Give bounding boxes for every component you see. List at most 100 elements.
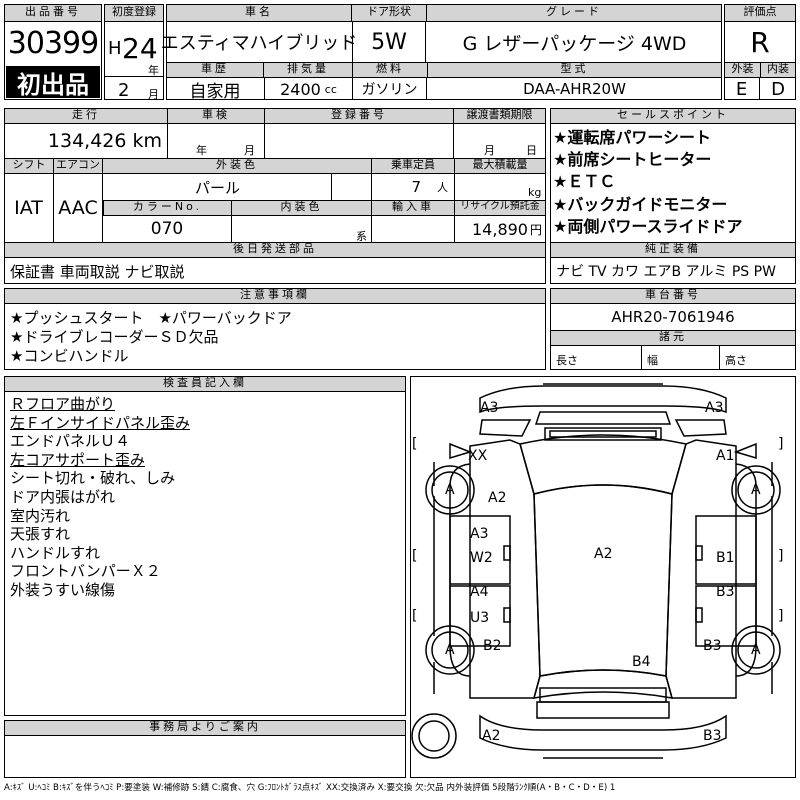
damage-mark: A3	[705, 400, 724, 416]
inspector-note: 外装うすい線傷	[10, 580, 116, 599]
inspector-note: Ｒフロア曲がり	[10, 395, 116, 413]
registration-year: 24	[122, 32, 158, 65]
damage-mark: A3	[470, 526, 489, 542]
lot-label: 出品番号	[4, 4, 102, 22]
car-name: エスティマハイブリッド	[160, 33, 358, 54]
mileage-value: 134,426	[47, 130, 127, 152]
registration-label: 初度登録	[104, 4, 164, 22]
divider	[331, 174, 332, 200]
displacement-value: 2400	[280, 79, 321, 99]
bracket-mark: [	[412, 436, 418, 452]
ac-label: エアコン	[53, 158, 103, 174]
bracket-mark: ]	[778, 608, 784, 624]
grade-label: グレード	[426, 4, 722, 22]
load-label: 最大積載量	[454, 158, 546, 174]
color-label: 外装色	[102, 158, 372, 174]
shift-label: シフト	[4, 158, 54, 174]
divider	[167, 124, 168, 158]
shift: IAT	[4, 174, 54, 242]
damage-mark: W2	[470, 550, 493, 566]
doors-label: ドア形状	[351, 4, 427, 22]
color-no: 070	[150, 219, 184, 239]
inspector-label: 検査員記入欄	[4, 376, 406, 392]
color: パール	[194, 178, 240, 197]
damage-mark: A2	[594, 546, 613, 562]
damage-mark: A2	[488, 490, 507, 506]
sales-point-item: ★両側パワースライドドア	[553, 216, 743, 236]
later-parts: 保証書 車両取説 ナビ取説	[10, 262, 185, 281]
capacity-unit: 人	[437, 181, 448, 194]
bracket-mark: [	[412, 608, 418, 624]
capacity-label: 乗車定員	[371, 158, 455, 174]
registration-month: 2	[118, 80, 130, 101]
recycle-value: 14,890	[472, 219, 528, 239]
history-label: 車歴	[166, 62, 264, 78]
recycle-unit: 円	[529, 222, 542, 237]
chassis-number: AHR20-7061946	[611, 308, 735, 326]
sales-point-item: ★前席シートヒーター	[553, 150, 712, 170]
capacity-value: 7	[411, 178, 421, 196]
cautions-list: ★プッシュスタート ★パワーバックドア ★ドライブレコーダーＳＤ欠品 ★コンビハ…	[10, 309, 292, 367]
caution-line: ★プッシュスタート ★パワーバックドア	[10, 309, 292, 327]
divider	[453, 124, 454, 158]
inspection-label: 車検	[167, 108, 265, 124]
mileage-label: 走行	[4, 108, 168, 124]
dims-label: 諸元	[550, 330, 796, 346]
inspector-note: 室内汚れ	[10, 506, 71, 525]
bracket-mark: ]	[778, 436, 784, 452]
damage-mark: A4	[470, 584, 489, 600]
bracket-mark: [	[412, 548, 418, 564]
inspector-note: 天張すれ	[10, 525, 71, 544]
chassis-label: 車台番号	[550, 288, 796, 304]
displacement-unit: cc	[324, 82, 337, 96]
capacity: 7 人	[372, 174, 454, 200]
damage-mark: XX	[468, 448, 488, 464]
plate-label: 登録番号	[264, 108, 454, 124]
doors: 5W	[352, 22, 426, 62]
divider	[719, 346, 720, 370]
caution-line: ★コンビハンドル	[10, 347, 129, 366]
car-name-label: 車名	[166, 4, 352, 22]
inspector-note: シート切れ・破れ、しみ	[10, 469, 176, 488]
score: R	[750, 25, 770, 59]
damage-mark: B4	[632, 654, 651, 670]
year-unit: 年	[148, 64, 159, 77]
damage-mark: B3	[703, 638, 722, 654]
recycle-label: リサイクル預託金	[454, 200, 546, 216]
sales-point-item: ★バックガイドモニター	[553, 194, 728, 214]
first-listing-badge: 初出品	[6, 66, 100, 99]
divider	[104, 76, 164, 77]
inspector-note: エンドパネルＵ４	[10, 432, 131, 451]
sales-point-item: ★ＥＴＣ	[553, 172, 616, 192]
mileage: 134,426 km	[4, 124, 168, 158]
model: DAA-AHR20W	[523, 80, 626, 98]
color-no-label: カラーNo.	[103, 200, 232, 216]
damage-mark: A	[445, 642, 455, 658]
legend: A:ｷｽﾞ U:ﾍｺﾐ B:ｷｽﾞを伴うﾍｺﾐ P:要塗装 W:補修跡 S:錆 …	[4, 783, 616, 793]
recycle: 14,890 円	[455, 216, 546, 242]
damage-mark: B3	[703, 728, 722, 744]
score-label: 評価点	[724, 4, 796, 22]
divider	[231, 216, 232, 242]
damage-mark: B2	[483, 638, 502, 654]
damage-mark: A	[751, 482, 761, 498]
damage-mark: A3	[480, 400, 499, 416]
bracket-mark: ]	[778, 548, 784, 564]
interior-color-label: 内装色	[231, 200, 372, 216]
exterior-grade-label: 外装	[724, 62, 761, 78]
model-label: 型式	[427, 62, 722, 78]
damage-mark: A	[445, 482, 455, 498]
history: 自家用	[189, 81, 241, 102]
inspector-note: ドア内張はがれ	[10, 487, 116, 506]
office-label: 事務局よりご案内	[4, 720, 406, 736]
interior-grade: D	[771, 78, 785, 100]
fuel-label: 燃料	[352, 62, 428, 78]
transfer-day-unit: 日	[526, 144, 537, 157]
inspector-note: 左Ｆインサイドパネル歪み	[10, 413, 191, 432]
fuel: ガソリン	[352, 78, 427, 100]
month-unit: 月	[148, 88, 159, 101]
divider	[641, 346, 642, 370]
lot-number: 30399	[7, 25, 99, 61]
displacement: 2400 cc	[264, 78, 352, 100]
damage-mark: B3	[716, 584, 735, 600]
